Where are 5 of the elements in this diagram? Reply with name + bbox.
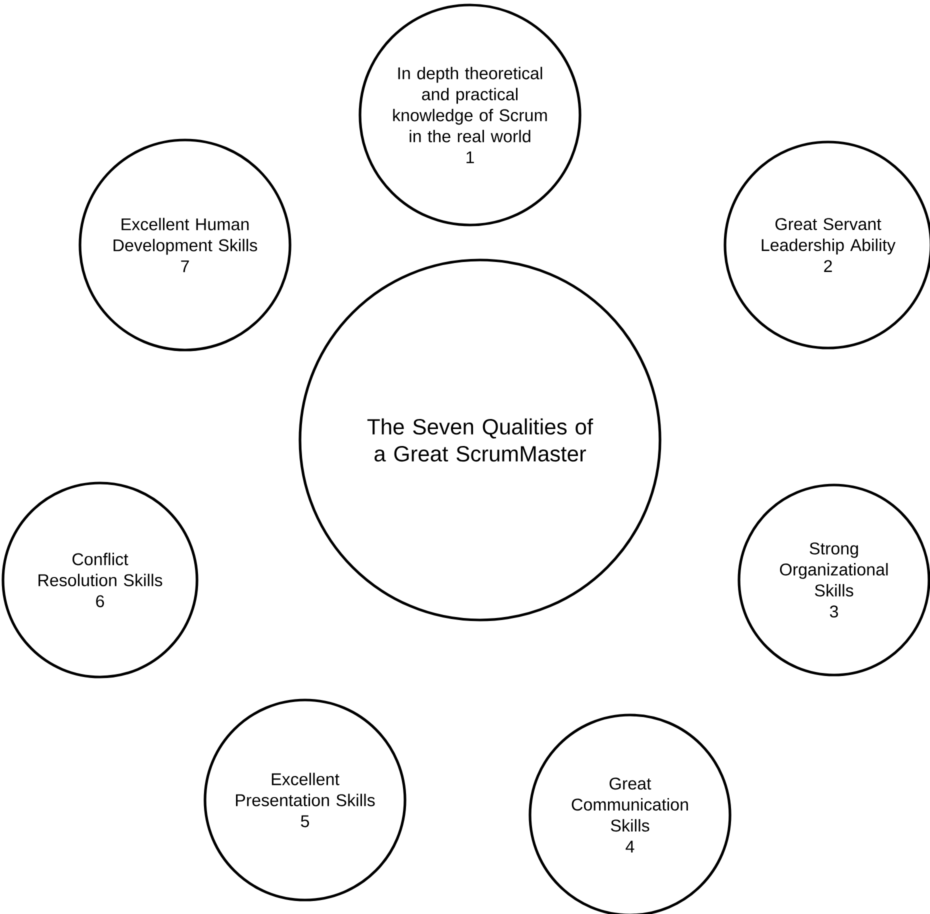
circle-node: The Seven Qualities of a Great ScrumMaster [298,258,662,622]
circle-node: Excellent Human Development Skills 7 [78,138,292,352]
circle-node: In depth theoretical and practical knowledge of Scrum in the real world 1 [358,4,582,226]
circle-node: Excellent Presentation Skills 5 [204,698,406,902]
circle-node: Conflict Resolution Skills 6 [2,482,198,678]
